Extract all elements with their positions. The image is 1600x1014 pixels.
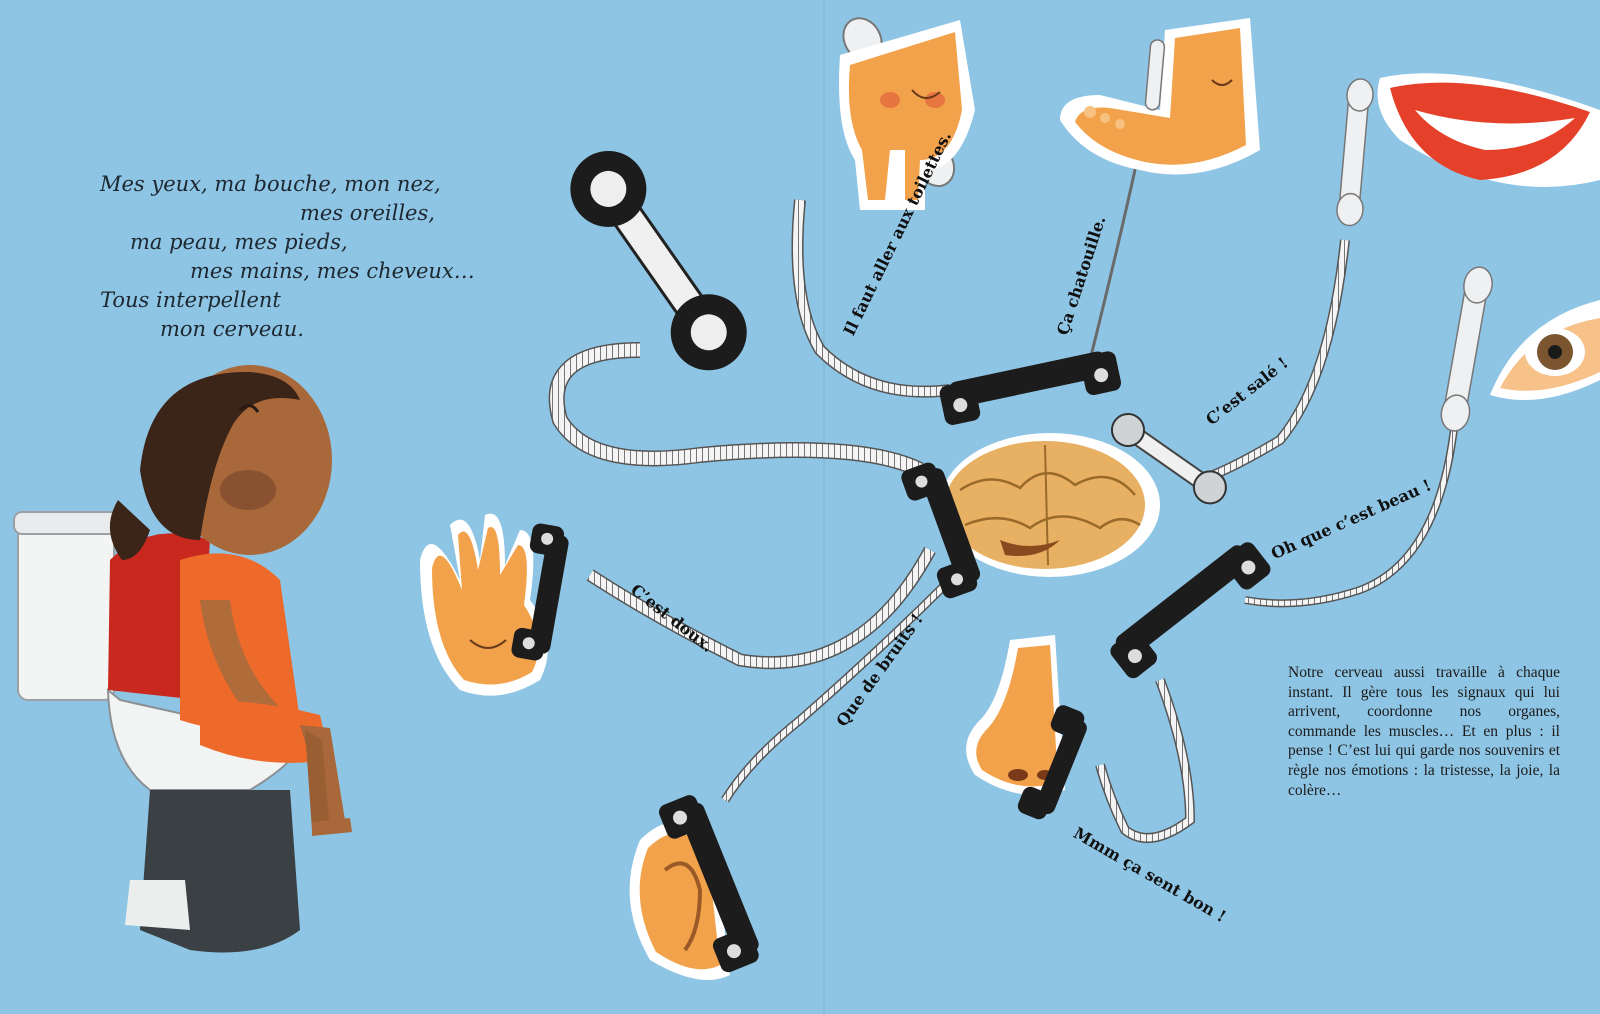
foot-icon xyxy=(1060,18,1260,175)
telephone-cords xyxy=(548,74,1459,843)
poem-line: mon cerveau. xyxy=(160,317,304,341)
telephone-handset-icon xyxy=(1144,39,1166,111)
telephone-handset-icon xyxy=(570,150,747,371)
eye-icon xyxy=(1490,300,1600,400)
explanatory-paragraph: Notre cerveau aussi travaille à chaque i… xyxy=(1288,664,1560,799)
hand-icon xyxy=(420,513,548,696)
poem-line: mes mains, mes cheveux… xyxy=(190,259,475,283)
telephone-handset-icon xyxy=(1110,542,1271,679)
telephone-handset-icon xyxy=(1017,705,1087,820)
nose-icon xyxy=(966,635,1065,795)
page-gutter xyxy=(823,0,825,1014)
brain-icon xyxy=(940,433,1160,577)
poem-line: Tous interpellent xyxy=(100,288,281,312)
telephone-handset-icon xyxy=(658,795,759,973)
telephone-handset-icon xyxy=(939,351,1122,425)
telephone-handset-icon xyxy=(1111,413,1227,505)
buttocks-icon xyxy=(839,20,975,210)
telephone-handset-icon xyxy=(1440,266,1493,432)
telephone-handset-icon xyxy=(511,523,569,661)
telephone-handset-icon xyxy=(901,462,981,599)
poem-line: ma peau, mes pieds, xyxy=(130,230,348,254)
poem-line: Mes yeux, ma bouche, mon nez, xyxy=(100,172,441,196)
telephone-handset-icon xyxy=(1336,78,1374,227)
poem-line: mes oreilles, xyxy=(300,201,435,225)
girl-on-toilet xyxy=(13,365,352,953)
poem: Mes yeux, ma bouche, mon nez, mes oreill… xyxy=(100,170,520,344)
mouth-icon xyxy=(1377,73,1600,187)
